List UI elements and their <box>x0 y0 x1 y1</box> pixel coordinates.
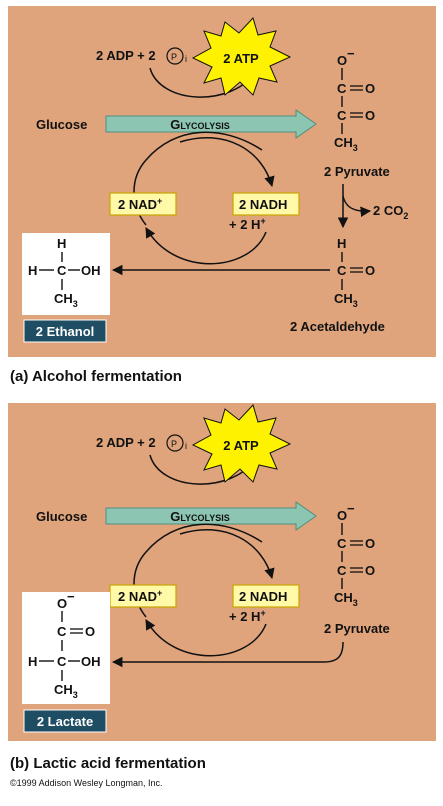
pyruvate-c1: C <box>337 81 347 96</box>
cycle-arrow-to-nadh <box>179 137 275 188</box>
pyruvate-ch3: CH3 <box>334 135 358 153</box>
phosphate-subscript-b: i <box>185 441 187 451</box>
lactate-o1: O <box>85 624 95 639</box>
pyruvate-b-o2: O <box>365 563 375 578</box>
caption-a: (a) Alcohol fermentation <box>10 368 182 385</box>
pyruvate-o1: O <box>365 81 375 96</box>
ethanol-ch3: CH3 <box>54 291 78 309</box>
phosphate-subscript: i <box>185 54 187 64</box>
panel-a: 2 ADP + 2 P i 2 ATP Glycolysis Glucose 2… <box>8 6 436 357</box>
ethanol-label-box <box>23 319 107 343</box>
phosphate-symbol: P <box>171 52 177 62</box>
glycolysis-arrow-b <box>105 501 317 531</box>
glycolysis-label-b: Glycolysis <box>170 509 229 524</box>
ethanol-c: C <box>57 263 67 278</box>
atp-starburst-b <box>191 404 292 483</box>
co2-arrow <box>342 195 372 218</box>
pyruvate-b-o1: O <box>365 536 375 551</box>
h-plus-label-b: + 2 H+ <box>229 608 266 624</box>
pyruvate-label: 2 Pyruvate <box>324 164 390 179</box>
adp-pi-label-b: 2 ADP + 2 <box>96 435 156 450</box>
cycle-arrow-to-nad-b <box>145 619 267 657</box>
nad-label-b: 2 NAD+ <box>118 588 162 604</box>
pyruvate-label-b: 2 Pyruvate <box>324 621 390 636</box>
glycolysis-label: Glycolysis <box>170 117 229 132</box>
nadh-label: 2 NADH <box>239 197 287 212</box>
cycle-arrow-to-nadh-b <box>179 529 275 580</box>
glucose-label: Glucose <box>36 117 87 132</box>
lactate-c1: C <box>57 624 67 639</box>
pyruvate-c2: C <box>337 108 347 123</box>
phosphate-circle-b <box>166 434 184 452</box>
cycle-arrow-to-nad <box>145 227 267 265</box>
co2-label: 2 CO2 <box>373 203 408 221</box>
glucose-label-b: Glucose <box>36 509 87 524</box>
pyruvate-o-minus: O <box>337 53 347 68</box>
ethanol-label: 2 Ethanol <box>36 324 95 339</box>
pyruvate-o2: O <box>365 108 375 123</box>
atp-label: 2 ATP <box>223 51 259 66</box>
atp-starburst <box>191 17 292 96</box>
panel-b: 2 ADP + 2 P i 2 ATP Glycolysis Glucose 2… <box>8 403 436 741</box>
nad-label: 2 NAD+ <box>118 196 162 212</box>
ethanol-h-left: H <box>28 263 37 278</box>
adp-pi-label: 2 ADP + 2 <box>96 48 156 63</box>
lactate-h-left: H <box>28 654 37 669</box>
lactate-c2: C <box>57 654 67 669</box>
lactate-structure-box <box>22 592 110 704</box>
pyruvate-structure: O − C O C O CH3 <box>334 46 375 153</box>
lactate-label-box <box>23 709 107 733</box>
lactate-ch3: CH3 <box>54 682 78 700</box>
ethanol-structure-box <box>22 233 110 315</box>
phosphate-circle <box>166 47 184 65</box>
glycolysis-arrow <box>105 109 317 139</box>
atp-label-b: 2 ATP <box>223 438 259 453</box>
pyruvate-minus-sign: − <box>347 46 355 61</box>
acetaldehyde-c: C <box>337 263 347 278</box>
lactate-oh: OH <box>81 654 101 669</box>
ethanol-h-top: H <box>57 236 66 251</box>
nadh-box-b <box>232 584 300 608</box>
lactate-label: 2 Lactate <box>37 714 93 729</box>
caption-b: (b) Lactic acid fermentation <box>10 755 206 772</box>
phosphate-symbol-b: P <box>171 439 177 449</box>
pyruvate-structure-b: O − C O C O CH3 <box>334 501 375 608</box>
nad-box <box>109 192 177 216</box>
nadh-box <box>232 192 300 216</box>
pyruvate-b-ch3: CH3 <box>334 590 358 608</box>
pyruvate-b-c1: C <box>337 536 347 551</box>
acetaldehyde-label: 2 Acetaldehyde <box>290 319 385 334</box>
ethanol-structure: H H C OH CH3 <box>28 236 101 309</box>
lactate-minus-sign: − <box>67 589 75 604</box>
acetaldehyde-structure: H C O CH3 <box>334 236 375 309</box>
pyruvate-b-c2: C <box>337 563 347 578</box>
pyruvate-b-minus-sign: − <box>347 501 355 516</box>
pyruvate-b-o-minus: O <box>337 508 347 523</box>
lactate-o-minus: O <box>57 596 67 611</box>
nadh-label-b: 2 NADH <box>239 589 287 604</box>
acetaldehyde-ch3: CH3 <box>334 291 358 309</box>
h-plus-label: + 2 H+ <box>229 216 266 232</box>
copyright: ©1999 Addison Wesley Longman, Inc. <box>10 778 163 788</box>
acetaldehyde-h: H <box>337 236 346 251</box>
acetaldehyde-o: O <box>365 263 375 278</box>
pyruvate-to-lactate-arrow <box>111 641 344 668</box>
lactate-structure: O − C O H C OH CH3 <box>28 589 101 700</box>
ethanol-oh: OH <box>81 263 101 278</box>
